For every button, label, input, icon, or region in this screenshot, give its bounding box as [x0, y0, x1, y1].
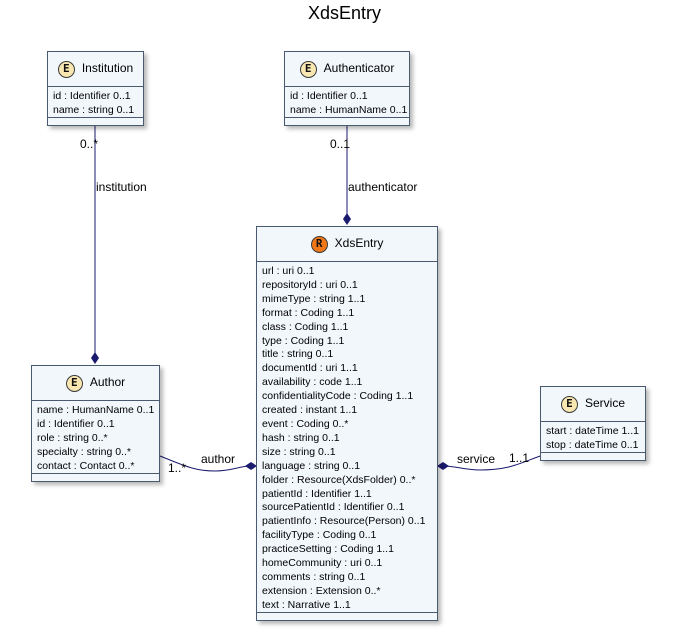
class-author-attributes: name : HumanName 0..1 id : Identifier 0.… [32, 401, 159, 474]
attribute: format : Coding 1..1 [262, 306, 355, 319]
class-institution-methods [48, 117, 143, 118]
link-service-role: service [457, 452, 495, 466]
attribute: confidentialityCode : Coding 1..1 [262, 390, 414, 403]
attribute: documentId : uri 1..1 [262, 362, 358, 375]
attribute: practiceSetting : Coding 1..1 [262, 543, 394, 556]
attribute: sourcePatientId : Identifier 0..1 [262, 501, 405, 514]
link-institution-role: institution [96, 180, 147, 194]
entity-icon: E [57, 60, 75, 78]
attribute: name : HumanName 0..1 [290, 103, 408, 116]
entity-icon: E [65, 374, 83, 392]
attribute: id : Identifier 0..1 [37, 417, 115, 430]
class-author-name: Author [89, 375, 126, 390]
attribute: patientInfo : Resource(Person) 0..1 [262, 515, 426, 528]
attribute: patientId : Identifier 1..1 [262, 487, 372, 500]
link-service [443, 454, 544, 471]
attribute: stop : dateTime 0..1 [546, 438, 639, 451]
class-author-header: E Author [32, 366, 159, 401]
class-authenticator-header: E Authenticator [285, 52, 409, 87]
attribute: hash : string 0..1 [262, 431, 340, 444]
attribute: id : Identifier 0..1 [290, 90, 368, 102]
attribute: comments : string 0..1 [262, 570, 366, 583]
link-service-multiplicity: 1..1 [509, 451, 529, 465]
entity-icon: E [560, 395, 578, 413]
attribute: role : string 0..* [37, 431, 108, 444]
entity-icon: E [299, 60, 317, 78]
class-authenticator-attributes: id : Identifier 0..1 name : HumanName 0.… [285, 87, 409, 118]
attribute: type : Coding 1..1 [262, 334, 345, 347]
link-institution-multiplicity: 0..* [80, 137, 98, 151]
attribute: repositoryId : uri 0..1 [262, 278, 358, 291]
attribute: name : string 0..1 [53, 103, 135, 116]
class-institution-attributes: id : Identifier 0..1 name : string 0..1 [48, 87, 143, 118]
link-author-diamond [245, 462, 257, 470]
link-author-role: author [201, 452, 235, 466]
class-xdsentry-methods [257, 612, 437, 613]
attribute: start : dateTime 1..1 [546, 425, 639, 437]
class-authenticator[interactable]: E Authenticator id : Identifier 0..1 nam… [284, 51, 410, 126]
class-service-methods [541, 452, 645, 453]
class-xdsentry-name: XdsEntry [334, 236, 384, 251]
class-institution-header: E Institution [48, 52, 143, 87]
attribute: id : Identifier 0..1 [53, 90, 131, 102]
class-xdsentry-header: R XdsEntry [257, 227, 437, 262]
resource-icon: R [310, 235, 328, 253]
diagram-title: XdsEntry [307, 3, 382, 23]
class-authenticator-methods [285, 117, 409, 118]
class-authenticator-name: Authenticator [323, 61, 395, 76]
class-institution-name: Institution [81, 61, 134, 76]
link-authenticator-diamond [343, 213, 351, 225]
attribute: name : HumanName 0..1 [37, 404, 155, 416]
attribute: folder : Resource(XdsFolder) 0..* [262, 473, 416, 486]
class-author-methods [32, 473, 159, 474]
attribute: event : Coding 0..* [262, 417, 349, 430]
attribute: mimeType : string 1..1 [262, 292, 366, 305]
attribute: facilityType : Coding 0..1 [262, 529, 377, 542]
link-author [159, 455, 251, 472]
link-authenticator-multiplicity: 0..1 [330, 137, 350, 151]
attribute: language : string 0..1 [262, 459, 361, 472]
attribute: homeCommunity : uri 0..1 [262, 557, 383, 570]
attribute: class : Coding 1..1 [262, 320, 349, 333]
link-authenticator-role: authenticator [348, 180, 417, 194]
attribute: extension : Extension 0..* [262, 584, 381, 597]
link-institution-diamond [91, 352, 99, 364]
attribute: size : string 0..1 [262, 445, 336, 458]
attribute: availability : code 1..1 [262, 376, 363, 389]
class-service[interactable]: E Service start : dateTime 1..1 stop : d… [540, 386, 646, 461]
attribute: url : uri 0..1 [262, 265, 315, 277]
class-institution[interactable]: E Institution id : Identifier 0..1 name … [47, 51, 144, 126]
attribute: contact : Contact 0..* [37, 459, 135, 472]
class-xdsentry[interactable]: R XdsEntry url : uri 0..1 repositoryId :… [256, 226, 438, 621]
class-xdsentry-attributes: url : uri 0..1 repositoryId : uri 0..1 m… [257, 262, 437, 613]
class-author[interactable]: E Author name : HumanName 0..1 id : Iden… [31, 365, 160, 482]
class-service-name: Service [584, 396, 625, 411]
class-service-header: E Service [541, 387, 645, 422]
class-service-attributes: start : dateTime 1..1 stop : dateTime 0.… [541, 422, 645, 453]
attribute: specialty : string 0..* [37, 445, 131, 458]
attribute: created : instant 1..1 [262, 404, 358, 417]
attribute: text : Narrative 1..1 [262, 598, 351, 611]
link-service-diamond [437, 462, 449, 470]
attribute: title : string 0..1 [262, 348, 334, 361]
link-author-multiplicity: 1..* [168, 461, 186, 475]
